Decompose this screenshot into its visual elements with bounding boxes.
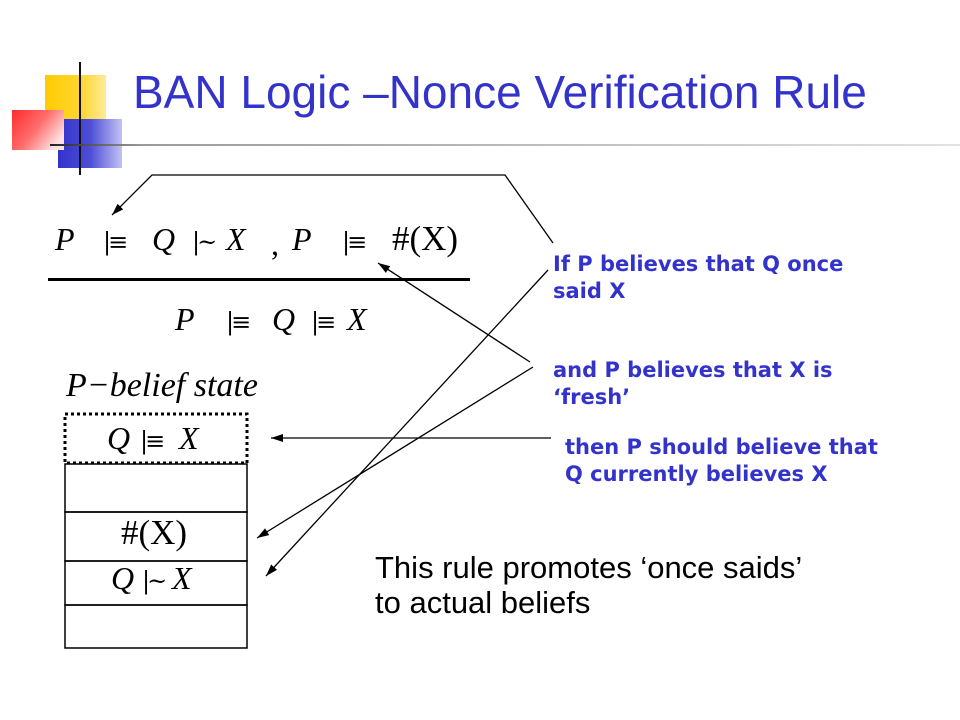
once-said-slot-x: X — [170, 560, 193, 596]
conclusion-x: X — [345, 301, 368, 337]
logo-vertical-rule — [79, 62, 81, 175]
conclusion-believes-symbol: |≡ — [226, 308, 249, 337]
premise-2-believes-symbol: |≡ — [342, 228, 365, 257]
premise-1-p: P — [54, 221, 75, 257]
belief-slot-derived — [63, 412, 249, 465]
derived-slot-believes-symbol: |≡ — [140, 427, 163, 456]
logo-red-square — [12, 110, 64, 150]
premise-1-x: X — [224, 221, 247, 257]
belief-state-label: P−belief state — [65, 367, 258, 404]
conclusion-p: P — [174, 301, 195, 337]
belief-slot-empty-2 — [64, 604, 248, 649]
annotation-once-said: If P believes that Q once said X — [553, 252, 843, 303]
arrow-to-fresh-slot — [256, 366, 534, 539]
arrow-to-premise-p — [111, 174, 554, 244]
once-said-slot-q: Q — [111, 560, 134, 596]
annotation-once-said-line-2: said X — [553, 279, 625, 303]
annotation-conclusion-line-1: then P should believe that — [565, 435, 878, 459]
premise-1-once-said-symbol: |~ — [192, 228, 215, 257]
slide-title: BAN Logic –Nonce Verification Rule — [133, 66, 867, 118]
arrow-to-fresh-premise — [377, 262, 531, 363]
template-logo — [12, 62, 122, 175]
annotation-fresh-line-1: and P believes that X is — [553, 358, 833, 382]
premise-2-p: P — [291, 221, 312, 257]
summary-line-1: This rule promotes ‘once saids’ — [375, 550, 802, 585]
connector-arrows — [111, 174, 554, 577]
title-underline — [50, 144, 960, 146]
annotation-conclusion-line-2: Q currently believes X — [565, 462, 828, 486]
premise-1-q: Q — [152, 221, 175, 257]
premise-separator: , — [271, 226, 279, 262]
belief-state: P−belief state Q |≡ X #(X) Q |~ X — [63, 367, 258, 649]
belief-slot-empty-1 — [64, 463, 248, 513]
arrow-to-once-said-slot — [265, 269, 549, 577]
annotation-fresh: and P believes that X is ‘fresh’ — [553, 358, 833, 409]
derived-slot-q: Q — [107, 420, 130, 456]
conclusion-believes-symbol-2: |≡ — [311, 308, 334, 337]
premise-2-fresh-x: #(X) — [392, 219, 458, 258]
premise-1-believes-symbol: |≡ — [103, 228, 126, 257]
fresh-slot-text: #(X) — [121, 513, 187, 552]
conclusion-q: Q — [272, 301, 295, 337]
annotation-conclusion: then P should believe that Q currently b… — [565, 435, 878, 486]
inference-bar — [48, 278, 470, 281]
derived-slot-x: X — [177, 420, 200, 456]
annotation-once-said-line-1: If P believes that Q once — [553, 252, 843, 276]
summary: This rule promotes ‘once saids’ to actua… — [375, 550, 802, 620]
once-said-slot-said-symbol: |~ — [142, 567, 165, 596]
logo-blue-square — [58, 119, 122, 168]
inference-rule: P |≡ Q |~ X , P |≡ #(X) P |≡ Q |≡ X — [48, 219, 470, 337]
annotation-fresh-line-2: ‘fresh’ — [553, 385, 630, 409]
summary-line-2: to actual beliefs — [375, 585, 590, 620]
